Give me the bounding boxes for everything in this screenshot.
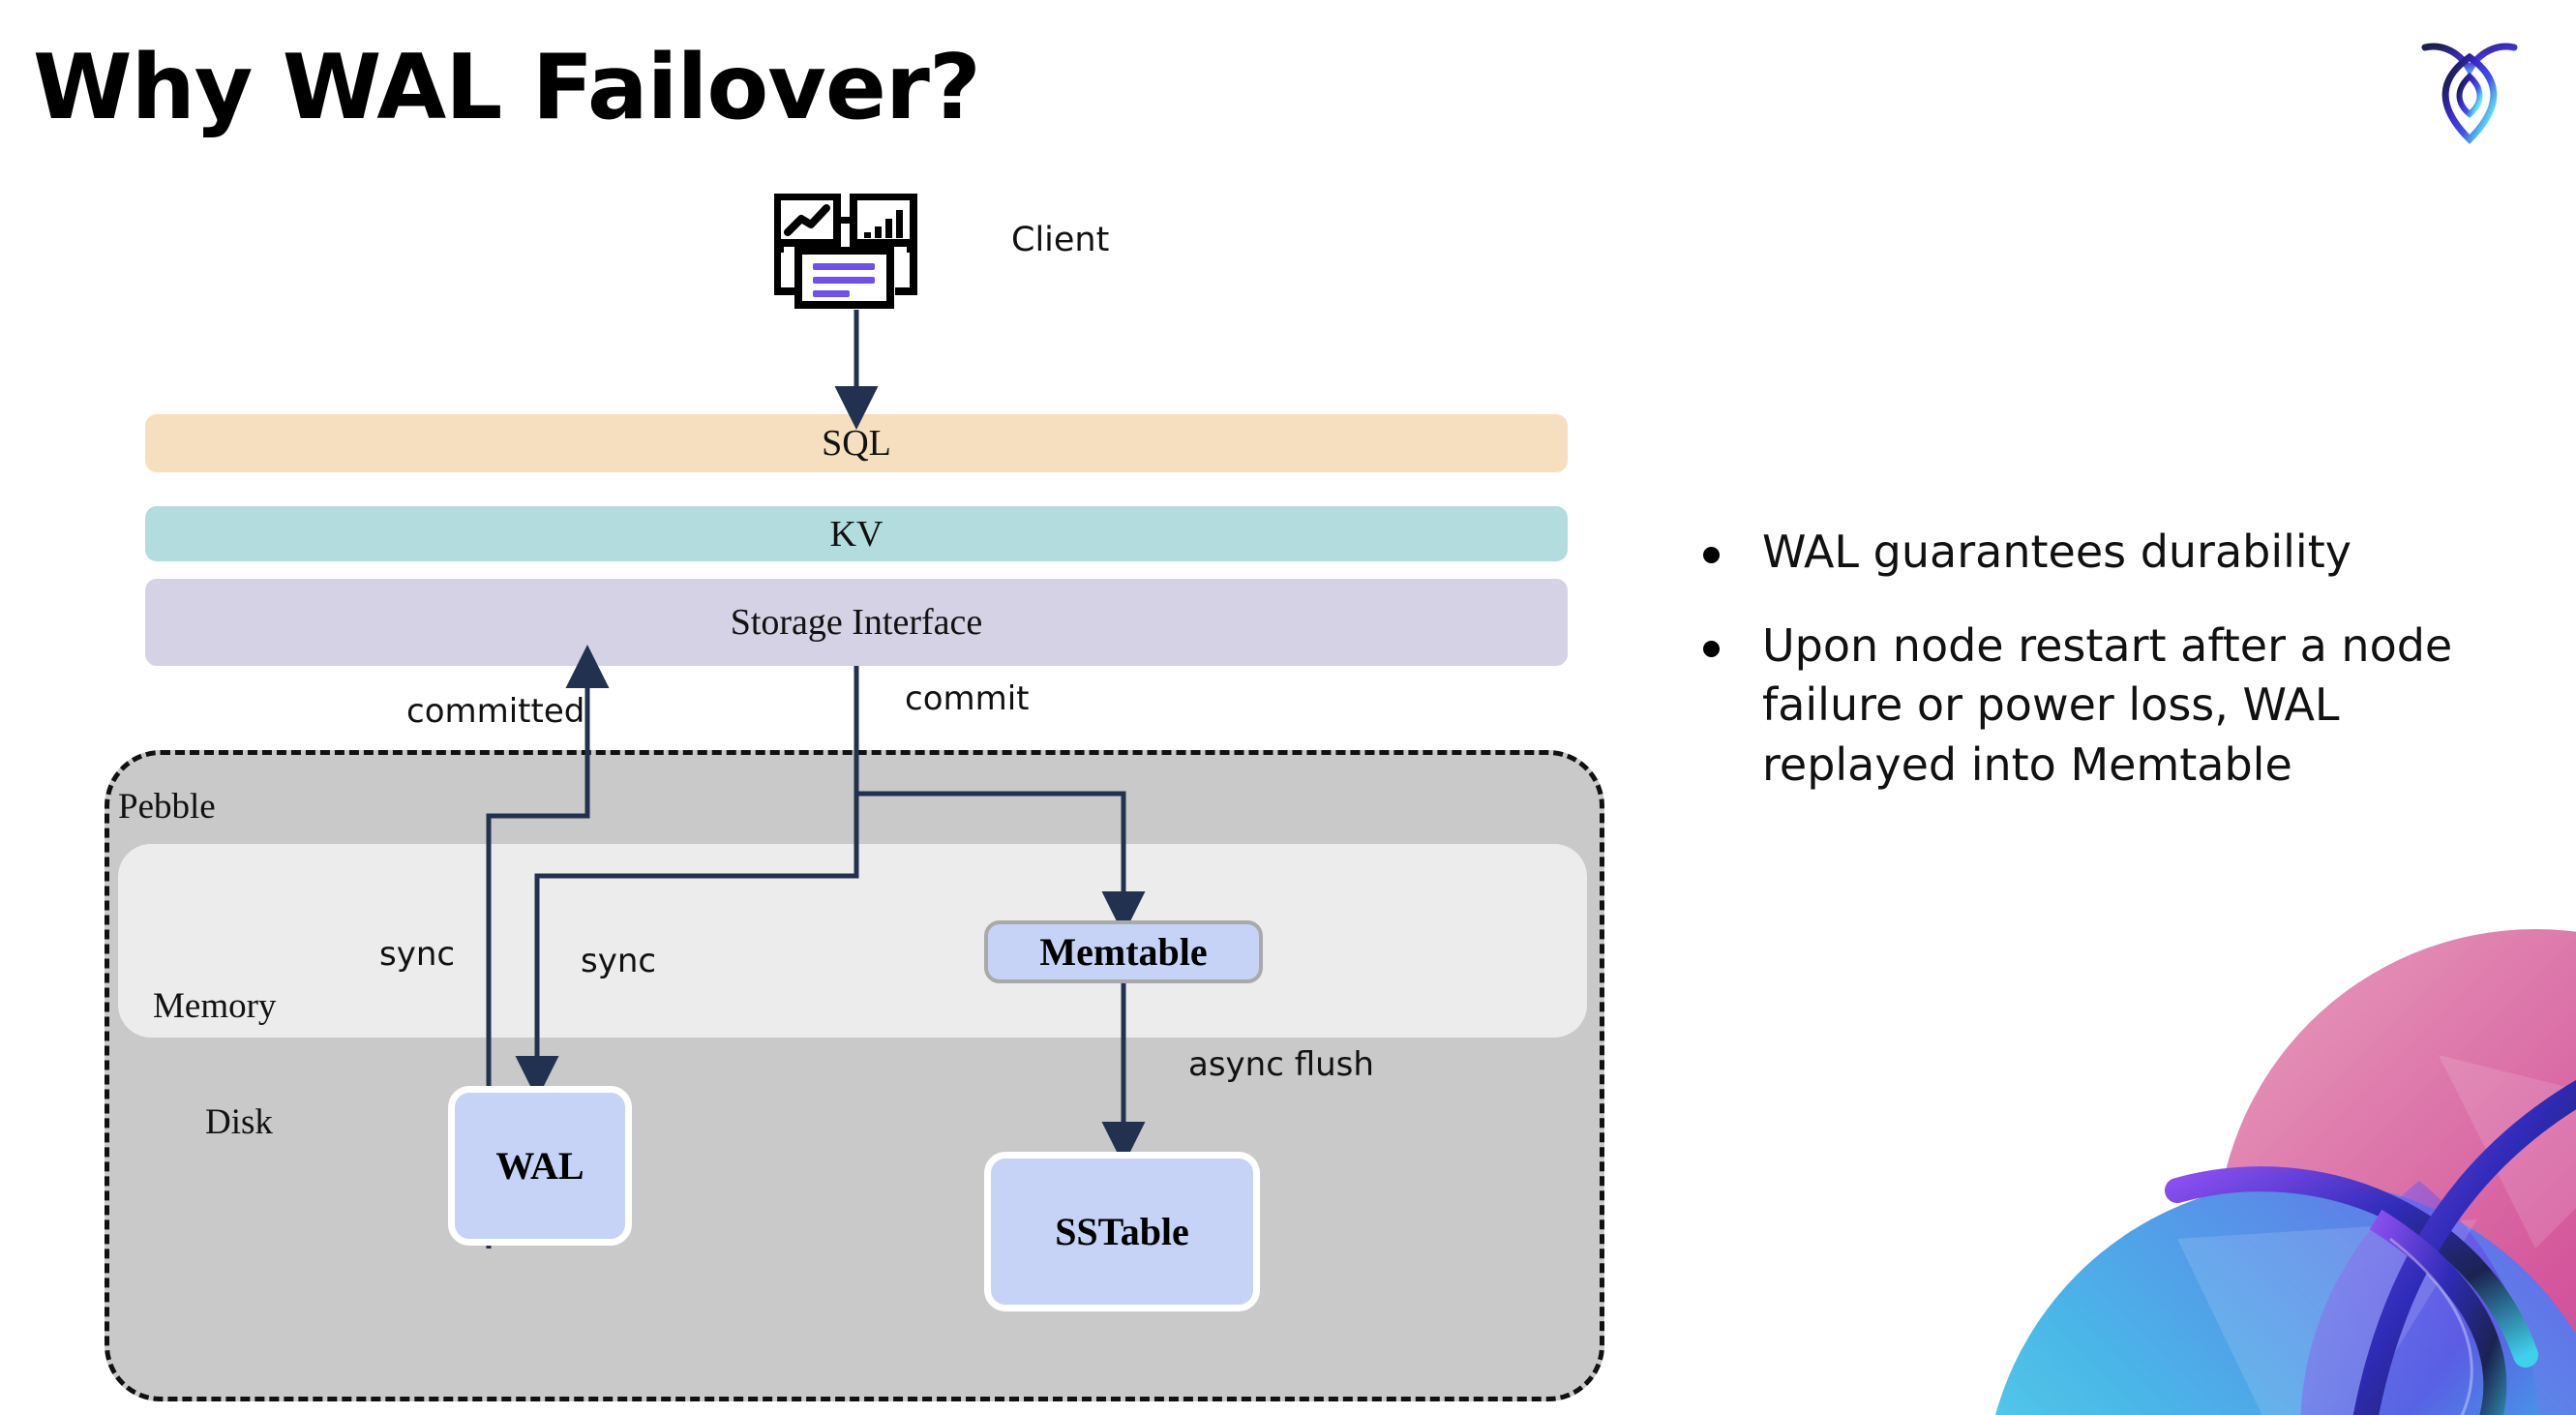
layer-label-sql: SQL <box>822 423 891 464</box>
edge-label-sync-left: sync <box>379 935 456 974</box>
client-label: Client <box>1011 221 1110 259</box>
disk-label: Disk <box>205 1102 273 1142</box>
bullet-dot-icon <box>1703 641 1720 658</box>
cockroachdb-corner-artwork <box>1935 900 2576 1415</box>
edge-label-committed: committed <box>406 692 585 731</box>
node-sstable: SSTable <box>984 1152 1260 1311</box>
memory-label: Memory <box>153 986 277 1026</box>
edge-label-commit: commit <box>905 679 1030 718</box>
list-item: Upon node restart after a node failure o… <box>1703 617 2506 795</box>
layer-bar-sql: SQL <box>145 414 1568 472</box>
bullet-text: Upon node restart after a node failure o… <box>1762 619 2453 791</box>
node-label-wal: WAL <box>495 1144 584 1188</box>
layer-label-storage-interface: Storage Interface <box>730 602 983 643</box>
layer-bar-storage-interface: Storage Interface <box>145 579 1568 666</box>
page-title: Why WAL Failover? <box>33 35 981 139</box>
client-dashboard-icon <box>773 193 929 310</box>
memory-region <box>118 844 1587 1038</box>
layer-bar-kv: KV <box>145 506 1568 561</box>
bullet-text: WAL guarantees durability <box>1762 526 2351 578</box>
edge-label-async-flush: async flush <box>1188 1045 1374 1084</box>
bullet-dot-icon <box>1703 547 1720 563</box>
cockroachdb-logo <box>2413 31 2526 147</box>
edge-label-sync-right: sync <box>581 942 657 980</box>
pebble-label: Pebble <box>118 787 216 827</box>
node-label-sstable: SSTable <box>1055 1210 1189 1253</box>
layer-label-kv: KV <box>829 513 884 555</box>
bullet-list: WAL guarantees durability Upon node rest… <box>1703 523 2506 829</box>
node-wal: WAL <box>448 1086 632 1246</box>
list-item: WAL guarantees durability <box>1703 523 2506 582</box>
node-label-memtable: Memtable <box>1039 930 1208 974</box>
node-memtable: Memtable <box>984 920 1263 983</box>
